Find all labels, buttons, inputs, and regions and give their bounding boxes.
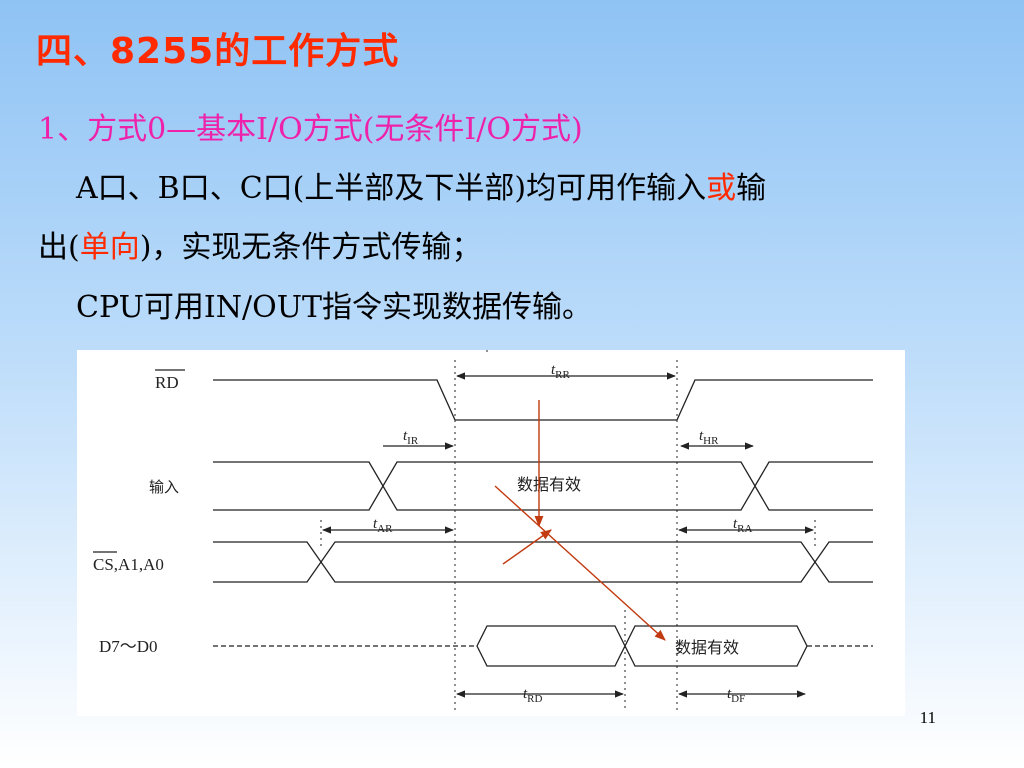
body-line-2-tail: )，实现无条件方式传输； xyxy=(139,230,482,265)
timing-tra: tRA xyxy=(733,516,753,535)
timing-diagram: RD 输入 CS,A1,A0 D7～D0 数据有效 数据有效 tRR tIR t… xyxy=(77,350,905,716)
body-line-2: 出(单向)，实现无条件方式传输； xyxy=(38,222,481,266)
timing-tir: tIR xyxy=(403,428,419,447)
body-line-1-tail: 输 xyxy=(736,171,767,206)
cs-waveform-bottom xyxy=(213,560,873,583)
body-line-2-highlight: 单向 xyxy=(79,230,140,265)
annotation-arrows xyxy=(494,400,666,641)
label-rd: RD xyxy=(155,373,179,392)
rd-waveform xyxy=(213,379,873,421)
timing-thr: tHR xyxy=(699,428,719,447)
timing-tdf: tDF xyxy=(727,686,745,705)
label-input: 输入 xyxy=(149,479,179,496)
timing-diagram-svg: RD 输入 CS,A1,A0 D7～D0 数据有效 数据有效 tRR tIR t… xyxy=(93,350,873,710)
reference-dashes xyxy=(320,350,816,710)
timing-trr: tRR xyxy=(551,362,571,381)
input-valid-label: 数据有效 xyxy=(517,476,581,494)
body-line-2-text: 出( xyxy=(38,230,80,265)
d-valid-label: 数据有效 xyxy=(675,639,739,657)
body-line-1-text: A口、B口、C口(上半部及下半部)均可用作输入 xyxy=(76,171,707,206)
page-number: 11 xyxy=(919,708,936,727)
slide-title: 四、8255的工作方式 xyxy=(36,31,400,72)
label-cs: CS,A1,A0 xyxy=(93,555,164,574)
timing-tar: tAR xyxy=(373,516,393,535)
cs-waveform-top xyxy=(213,541,873,564)
input-waveform-bottom xyxy=(213,484,873,511)
d-valid-window xyxy=(476,625,808,667)
body-line-3: CPU可用IN/OUT指令实现数据传输。 xyxy=(76,290,592,325)
timing-trd: tRD xyxy=(523,686,543,705)
body-line-1-highlight: 或 xyxy=(706,171,737,206)
body-line-1: A口、B口、C口(上半部及下半部)均可用作输入或输 xyxy=(76,163,766,207)
input-waveform-top xyxy=(213,461,873,488)
label-d: D7～D0 xyxy=(99,637,158,656)
slide-subtitle: 1、方式0—基本I/O方式(无条件I/O方式) xyxy=(38,112,583,147)
